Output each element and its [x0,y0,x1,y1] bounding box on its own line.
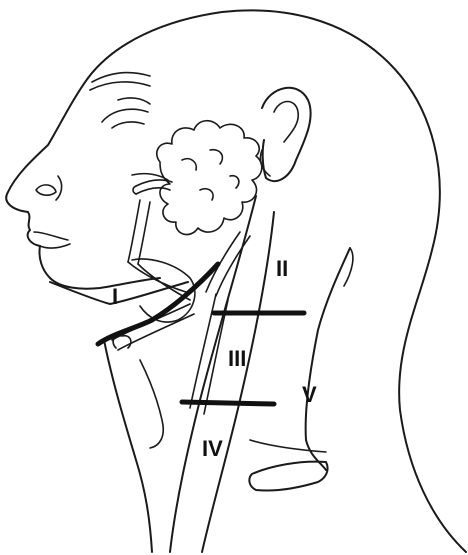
level-V-label: V [302,382,317,407]
ear-inner [274,102,298,143]
digastric-muscle [112,304,194,350]
hyoid [113,336,131,348]
trapezius-border [306,248,350,470]
level-II-label: II [276,256,288,281]
eye [112,122,144,128]
eye-crease [118,98,150,104]
lip-line [34,232,68,240]
nostril [36,185,56,195]
clavicle [249,462,327,491]
thyroid-contour [140,360,163,448]
eye-upper-lid [102,109,148,122]
facial-vessel [128,200,150,264]
duct-end [133,186,136,194]
level-III-label: III [228,346,246,371]
posterior-triangle-floor [250,440,326,452]
nose-wing [56,176,62,200]
lower-lip [40,244,70,248]
parotid-lobules [182,150,239,200]
level-I-label: I [112,284,118,309]
level-III-IV-boundary [182,402,274,404]
brow [90,73,150,90]
level-IV-label: IV [202,436,223,461]
parotid-gland [157,121,262,235]
